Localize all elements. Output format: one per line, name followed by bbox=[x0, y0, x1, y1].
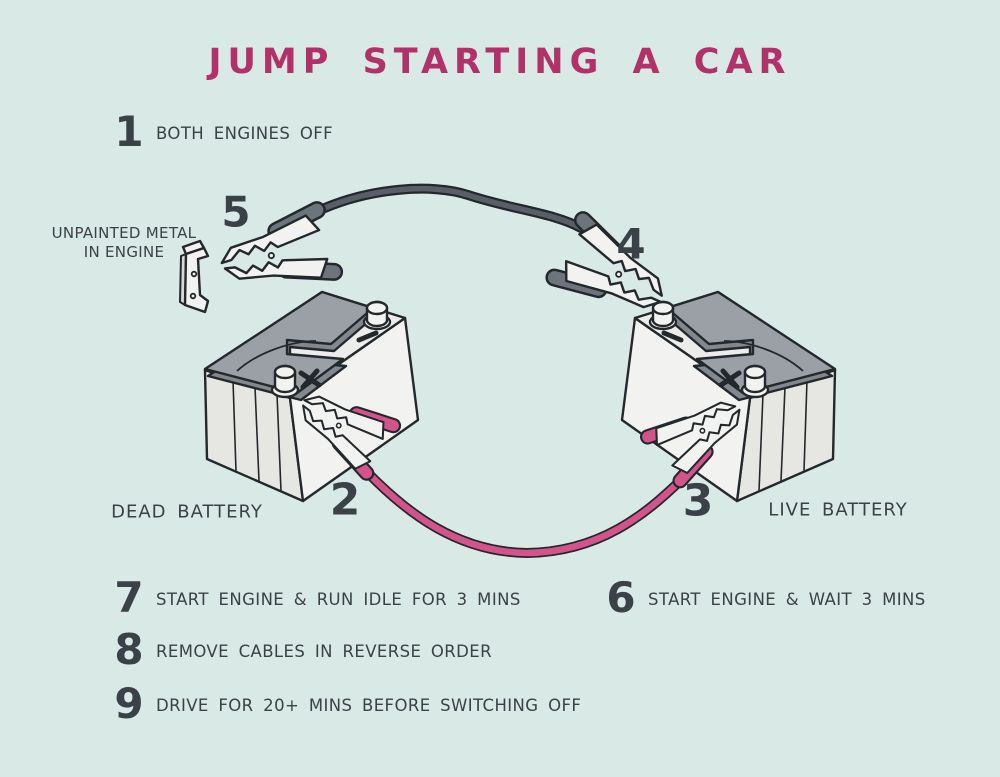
step-7-number: 7 bbox=[114, 573, 144, 622]
step-8: 8 REMOVE CABLES IN REVERSE ORDER bbox=[112, 628, 492, 672]
step-9-number: 9 bbox=[114, 679, 144, 728]
callout-3: 3 bbox=[682, 475, 714, 527]
step-1-text: BOTH ENGINES OFF bbox=[156, 123, 334, 143]
step-8-text: REMOVE CABLES IN REVERSE ORDER bbox=[156, 641, 492, 661]
step-6-text: START ENGINE & WAIT 3 MINS bbox=[648, 589, 926, 609]
step-8-number: 8 bbox=[114, 625, 144, 674]
page-title: JUMP STARTING A CAR bbox=[208, 42, 792, 82]
step-7-text: START ENGINE & RUN IDLE FOR 3 MINS bbox=[156, 589, 521, 609]
dead-battery-label: DEAD BATTERY bbox=[111, 501, 263, 523]
live-battery-label: LIVE BATTERY bbox=[768, 499, 908, 521]
unpainted-metal-label-line1: UNPAINTED METAL bbox=[51, 224, 197, 242]
step-7: 7 START ENGINE & RUN IDLE FOR 3 MINS bbox=[112, 576, 521, 620]
step-9-text: DRIVE FOR 20+ MINS BEFORE SWITCHING OFF bbox=[156, 695, 582, 715]
unpainted-metal-label-line2: IN ENGINE bbox=[83, 243, 165, 261]
step-6: 6 START ENGINE & WAIT 3 MINS bbox=[604, 576, 926, 620]
jumper-cable-black bbox=[313, 183, 586, 233]
step-9: 9 DRIVE FOR 20+ MINS BEFORE SWITCHING OF… bbox=[112, 682, 581, 726]
unpainted-metal-bracket bbox=[179, 239, 210, 314]
callout-2: 2 bbox=[329, 474, 361, 526]
unpainted-metal-label: UNPAINTED METAL IN ENGINE bbox=[52, 224, 197, 262]
callout-5: 5 bbox=[221, 187, 251, 237]
live-battery-illustration bbox=[622, 292, 835, 501]
dead-battery-illustration bbox=[205, 292, 418, 501]
step-1: 1 BOTH ENGINES OFF bbox=[112, 110, 333, 154]
step-1-number: 1 bbox=[114, 107, 144, 156]
step-6-number: 6 bbox=[606, 573, 636, 622]
jumper-cable-pink bbox=[362, 467, 686, 559]
callout-4: 4 bbox=[616, 219, 646, 269]
